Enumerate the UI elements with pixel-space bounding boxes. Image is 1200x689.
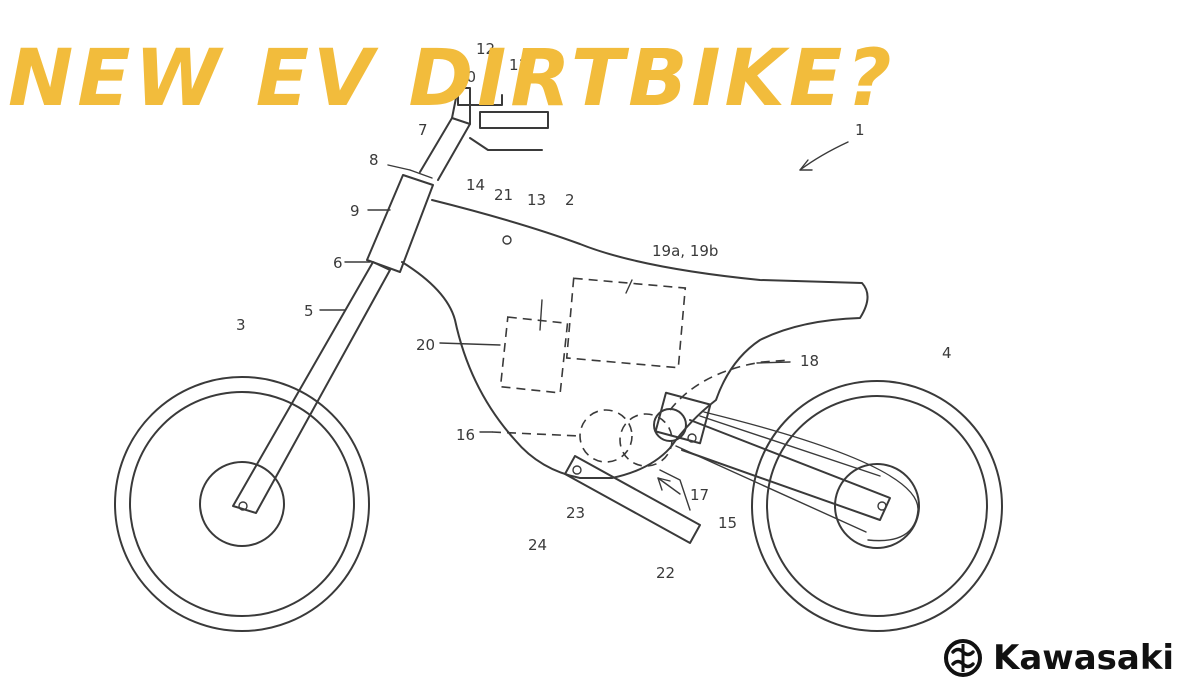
label-23: 23: [566, 504, 585, 522]
frame-body: [401, 199, 869, 479]
rear-wheel: [751, 380, 1003, 632]
label-9: 9: [350, 202, 360, 220]
internal-components: [491, 277, 791, 467]
label-8: 8: [369, 151, 379, 169]
label-16: 16: [456, 426, 475, 444]
kick-stand: [564, 455, 701, 544]
label-6: 6: [333, 254, 343, 272]
leader-lines: [319, 141, 849, 511]
label-3: 3: [236, 316, 246, 334]
label-21: 21: [494, 186, 513, 204]
label-11: 11: [509, 56, 528, 74]
label-24: 24: [528, 536, 547, 554]
label-17: 17: [690, 486, 709, 504]
motor-pivot: [653, 391, 712, 445]
sensor-point: [502, 235, 512, 245]
headline: NEW EV DIRTBIKE?: [8, 34, 896, 124]
label-2: 2: [565, 191, 575, 209]
brand-logo: Kawasaki: [943, 636, 1174, 680]
label-15: 15: [718, 514, 737, 532]
label-1: 1: [855, 121, 865, 139]
kawasaki-river-mark-icon: [944, 639, 982, 677]
label-14: 14: [466, 176, 485, 194]
label-5: 5: [304, 302, 314, 320]
label-19: 19a, 19b: [652, 242, 718, 260]
label-7: 7: [418, 121, 428, 139]
label-20: 20: [416, 336, 435, 354]
label-22: 22: [656, 564, 675, 582]
front-fork: [232, 87, 471, 514]
part-labels: 1 2 3 4 5 6 7 8 9 10 11 12 13 14 15 16 1…: [236, 40, 952, 582]
swing-arm: [675, 411, 919, 542]
handlebar: [457, 87, 549, 151]
front-wheel: [114, 376, 370, 632]
label-18: 18: [800, 352, 819, 370]
label-13: 13: [527, 191, 546, 209]
label-12: 12: [476, 40, 495, 58]
brand-name: Kawasaki: [993, 638, 1175, 678]
label-10: 10: [457, 68, 476, 86]
label-4: 4: [942, 344, 952, 362]
